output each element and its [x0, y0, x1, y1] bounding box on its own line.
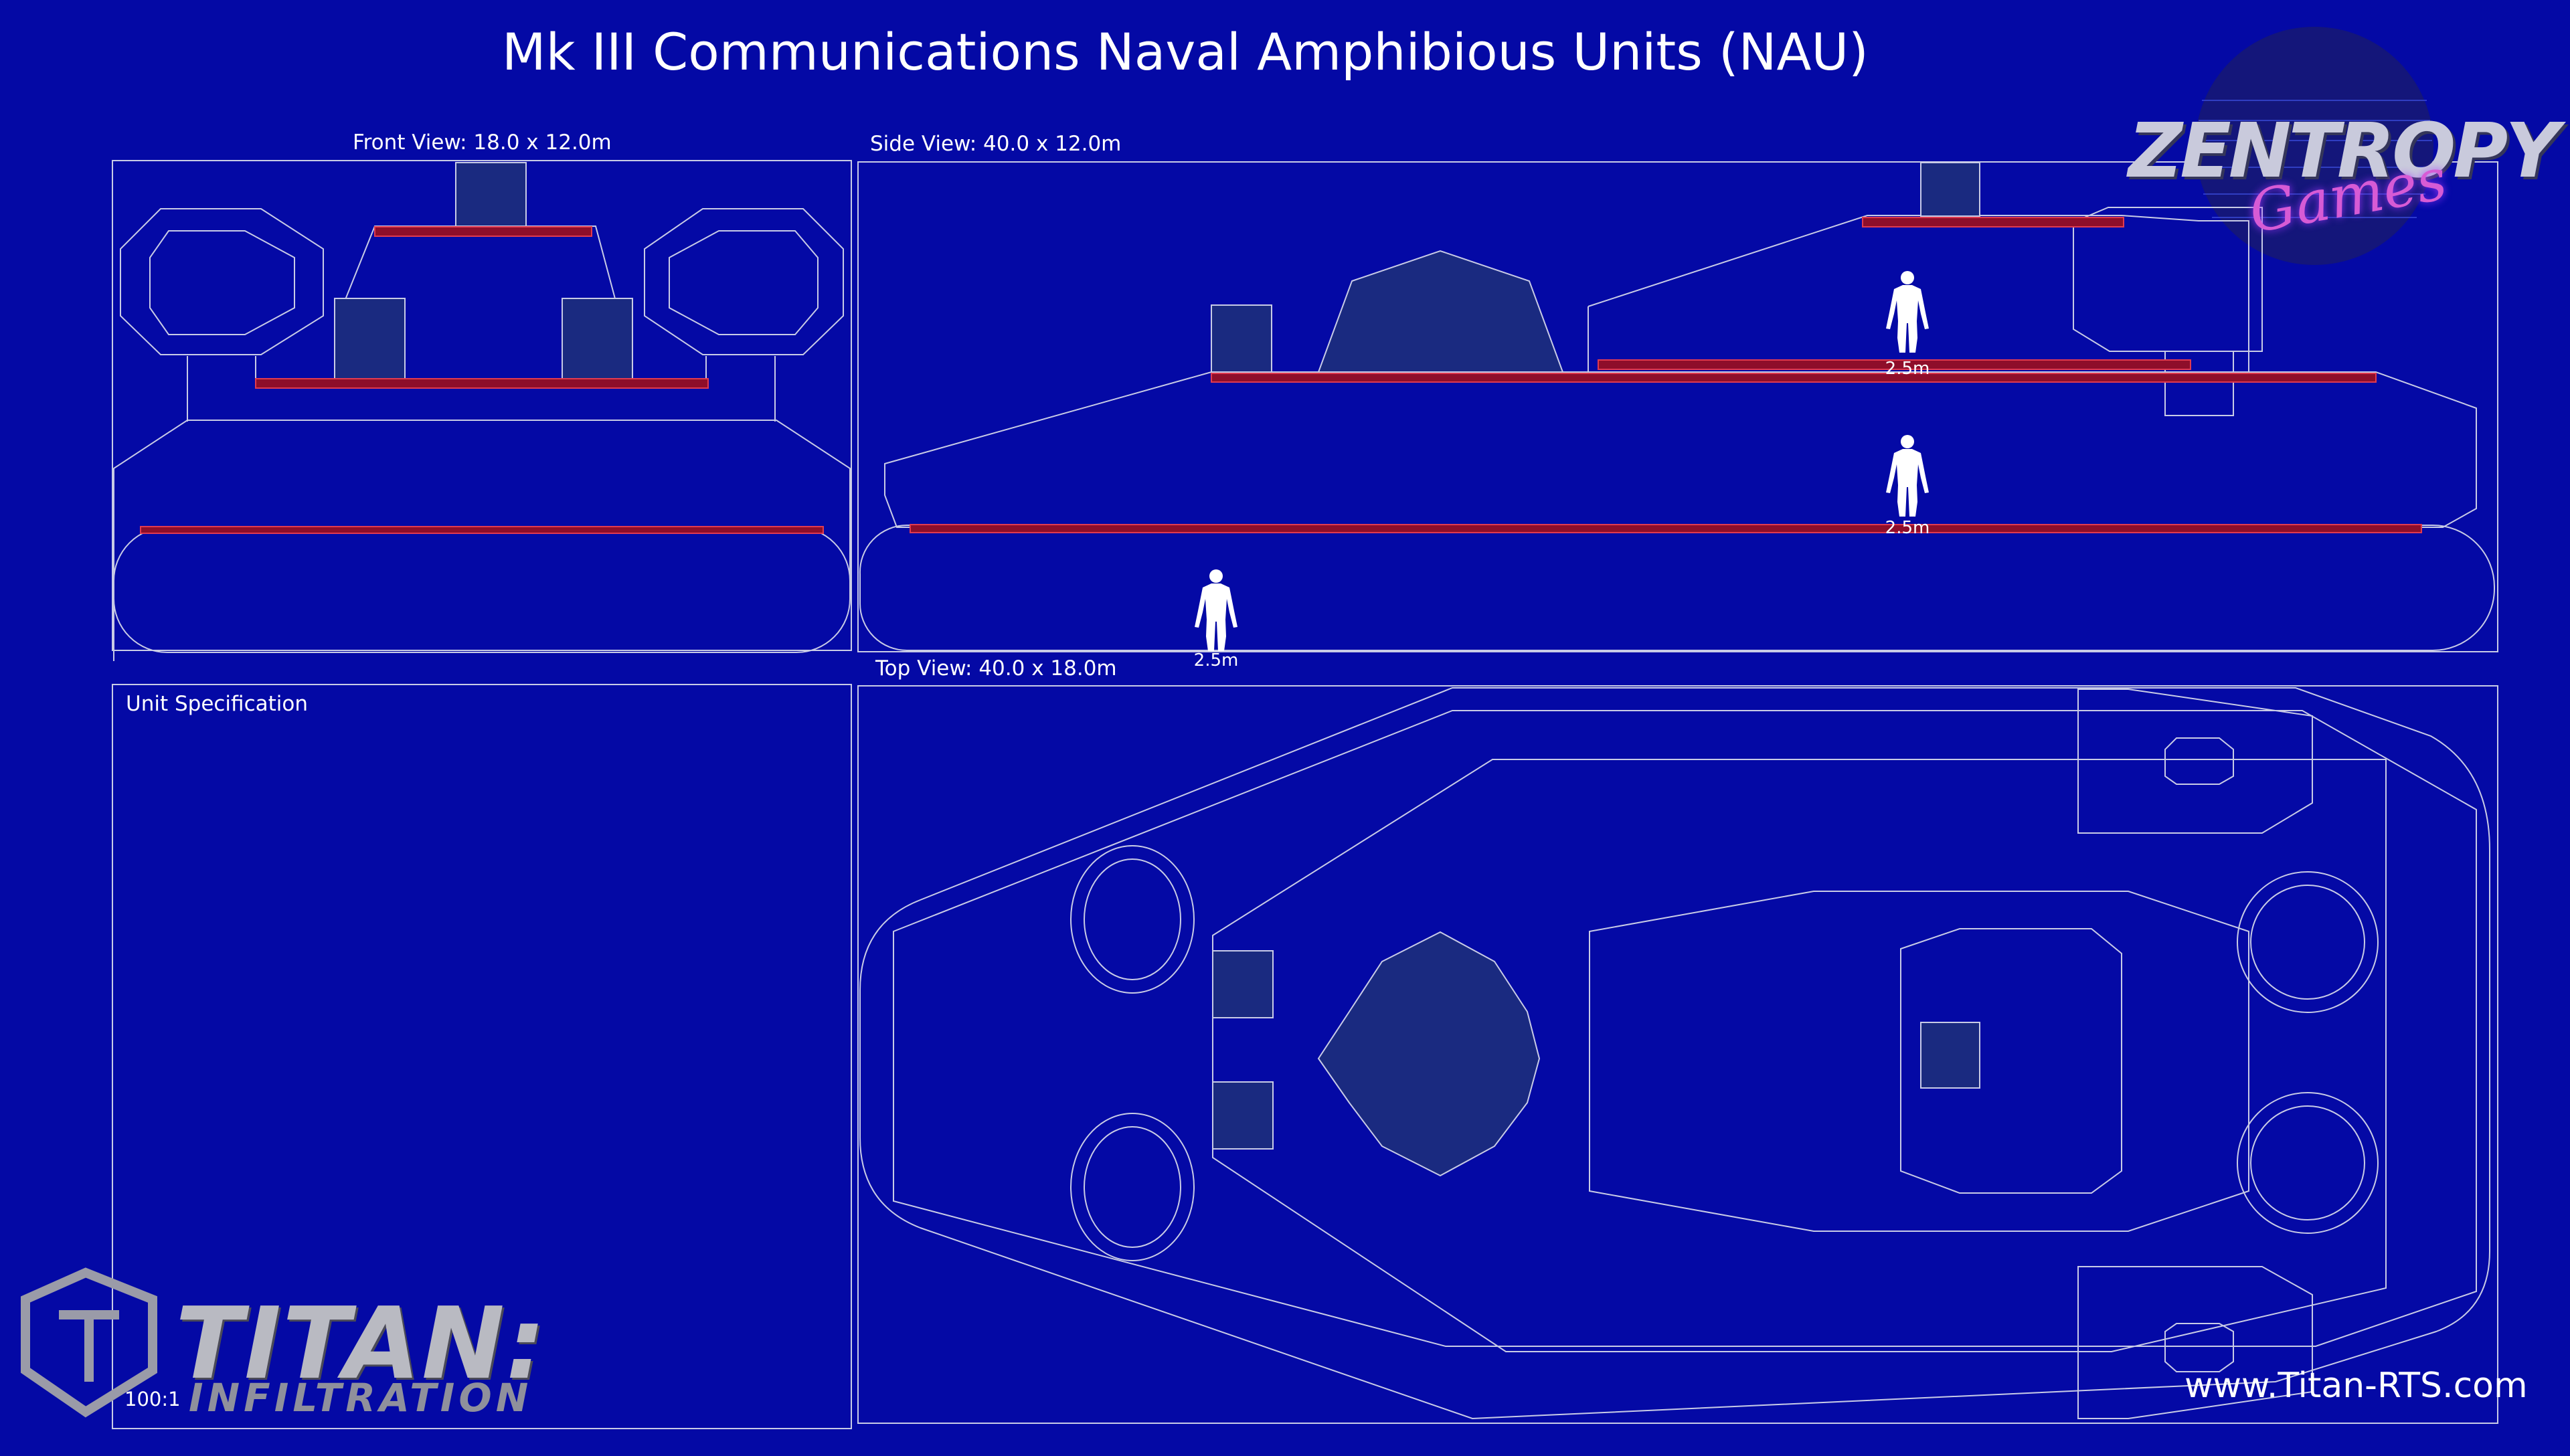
scale-label: 100:1	[124, 1388, 181, 1410]
shield-icon	[21, 1267, 157, 1418]
unit-spec-heading: Unit Specification	[126, 692, 308, 716]
human-height-label: 2.5m	[1885, 518, 1930, 538]
titan-logo: TITAN:	[175, 1286, 547, 1401]
page-title: Mk III Communications Naval Amphibious U…	[502, 22, 1869, 82]
side-view-drawing	[859, 162, 2495, 651]
titan-logo-subtitle: INFILTRATION	[189, 1375, 533, 1421]
side-view-label: Side View: 40.0 x 12.0m	[870, 132, 1122, 156]
front-view-drawing	[113, 162, 851, 661]
front-view-label: Front View: 18.0 x 12.0m	[353, 130, 612, 155]
front-view-frame	[112, 160, 852, 651]
side-view-frame	[857, 161, 2498, 652]
zentropy-logo: ZENTROPY	[2128, 108, 2559, 195]
human-figure-icon	[1195, 569, 1237, 651]
top-view-frame	[857, 685, 2498, 1424]
top-view-drawing	[859, 687, 2490, 1420]
website-link[interactable]: www.Titan-RTS.com	[2184, 1366, 2528, 1406]
human-figure-icon	[1886, 435, 1929, 517]
human-figure-icon	[1886, 271, 1929, 353]
zentropy-sun-icon	[2195, 27, 2433, 265]
view-frames	[112, 160, 2498, 1429]
spec-panel-frame	[112, 684, 852, 1429]
human-height-label: 2.5m	[1885, 359, 1930, 379]
top-view-label: Top View: 40.0 x 18.0m	[875, 656, 1117, 680]
human-height-label: 2.5m	[1193, 650, 1239, 670]
